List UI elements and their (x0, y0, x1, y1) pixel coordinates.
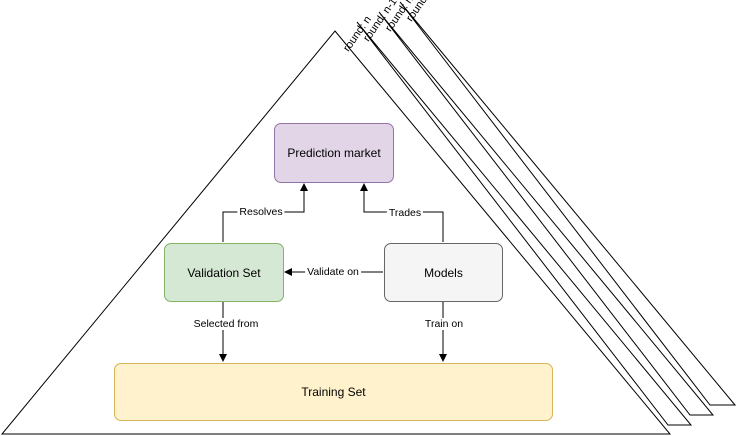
round-triangle-back-3 (399, 1, 736, 406)
models-box[interactable]: Models (384, 243, 503, 302)
validation-set-box[interactable]: Validation Set (164, 243, 284, 302)
validation-set-label: Validation Set (187, 265, 261, 280)
models-label: Models (424, 265, 463, 280)
edge-label-validate-on: Validate on (305, 266, 361, 278)
round-triangle-back-2 (378, 11, 715, 416)
prediction-market-label: Prediction market (287, 146, 381, 160)
edge-label-selected-from: Selected from (191, 318, 261, 330)
round-triangle-front (0, 30, 672, 435)
training-set-label: Training Set (301, 385, 366, 399)
round-triangle-back-1 (356, 21, 693, 426)
prediction-market-box[interactable]: Prediction market (274, 123, 394, 183)
training-set-box[interactable]: Training Set (114, 363, 553, 421)
edge-label-train-on: Train on (422, 318, 466, 330)
edge-label-resolves: Resolves (237, 206, 285, 218)
edge-label-trades: Trades (386, 207, 424, 219)
